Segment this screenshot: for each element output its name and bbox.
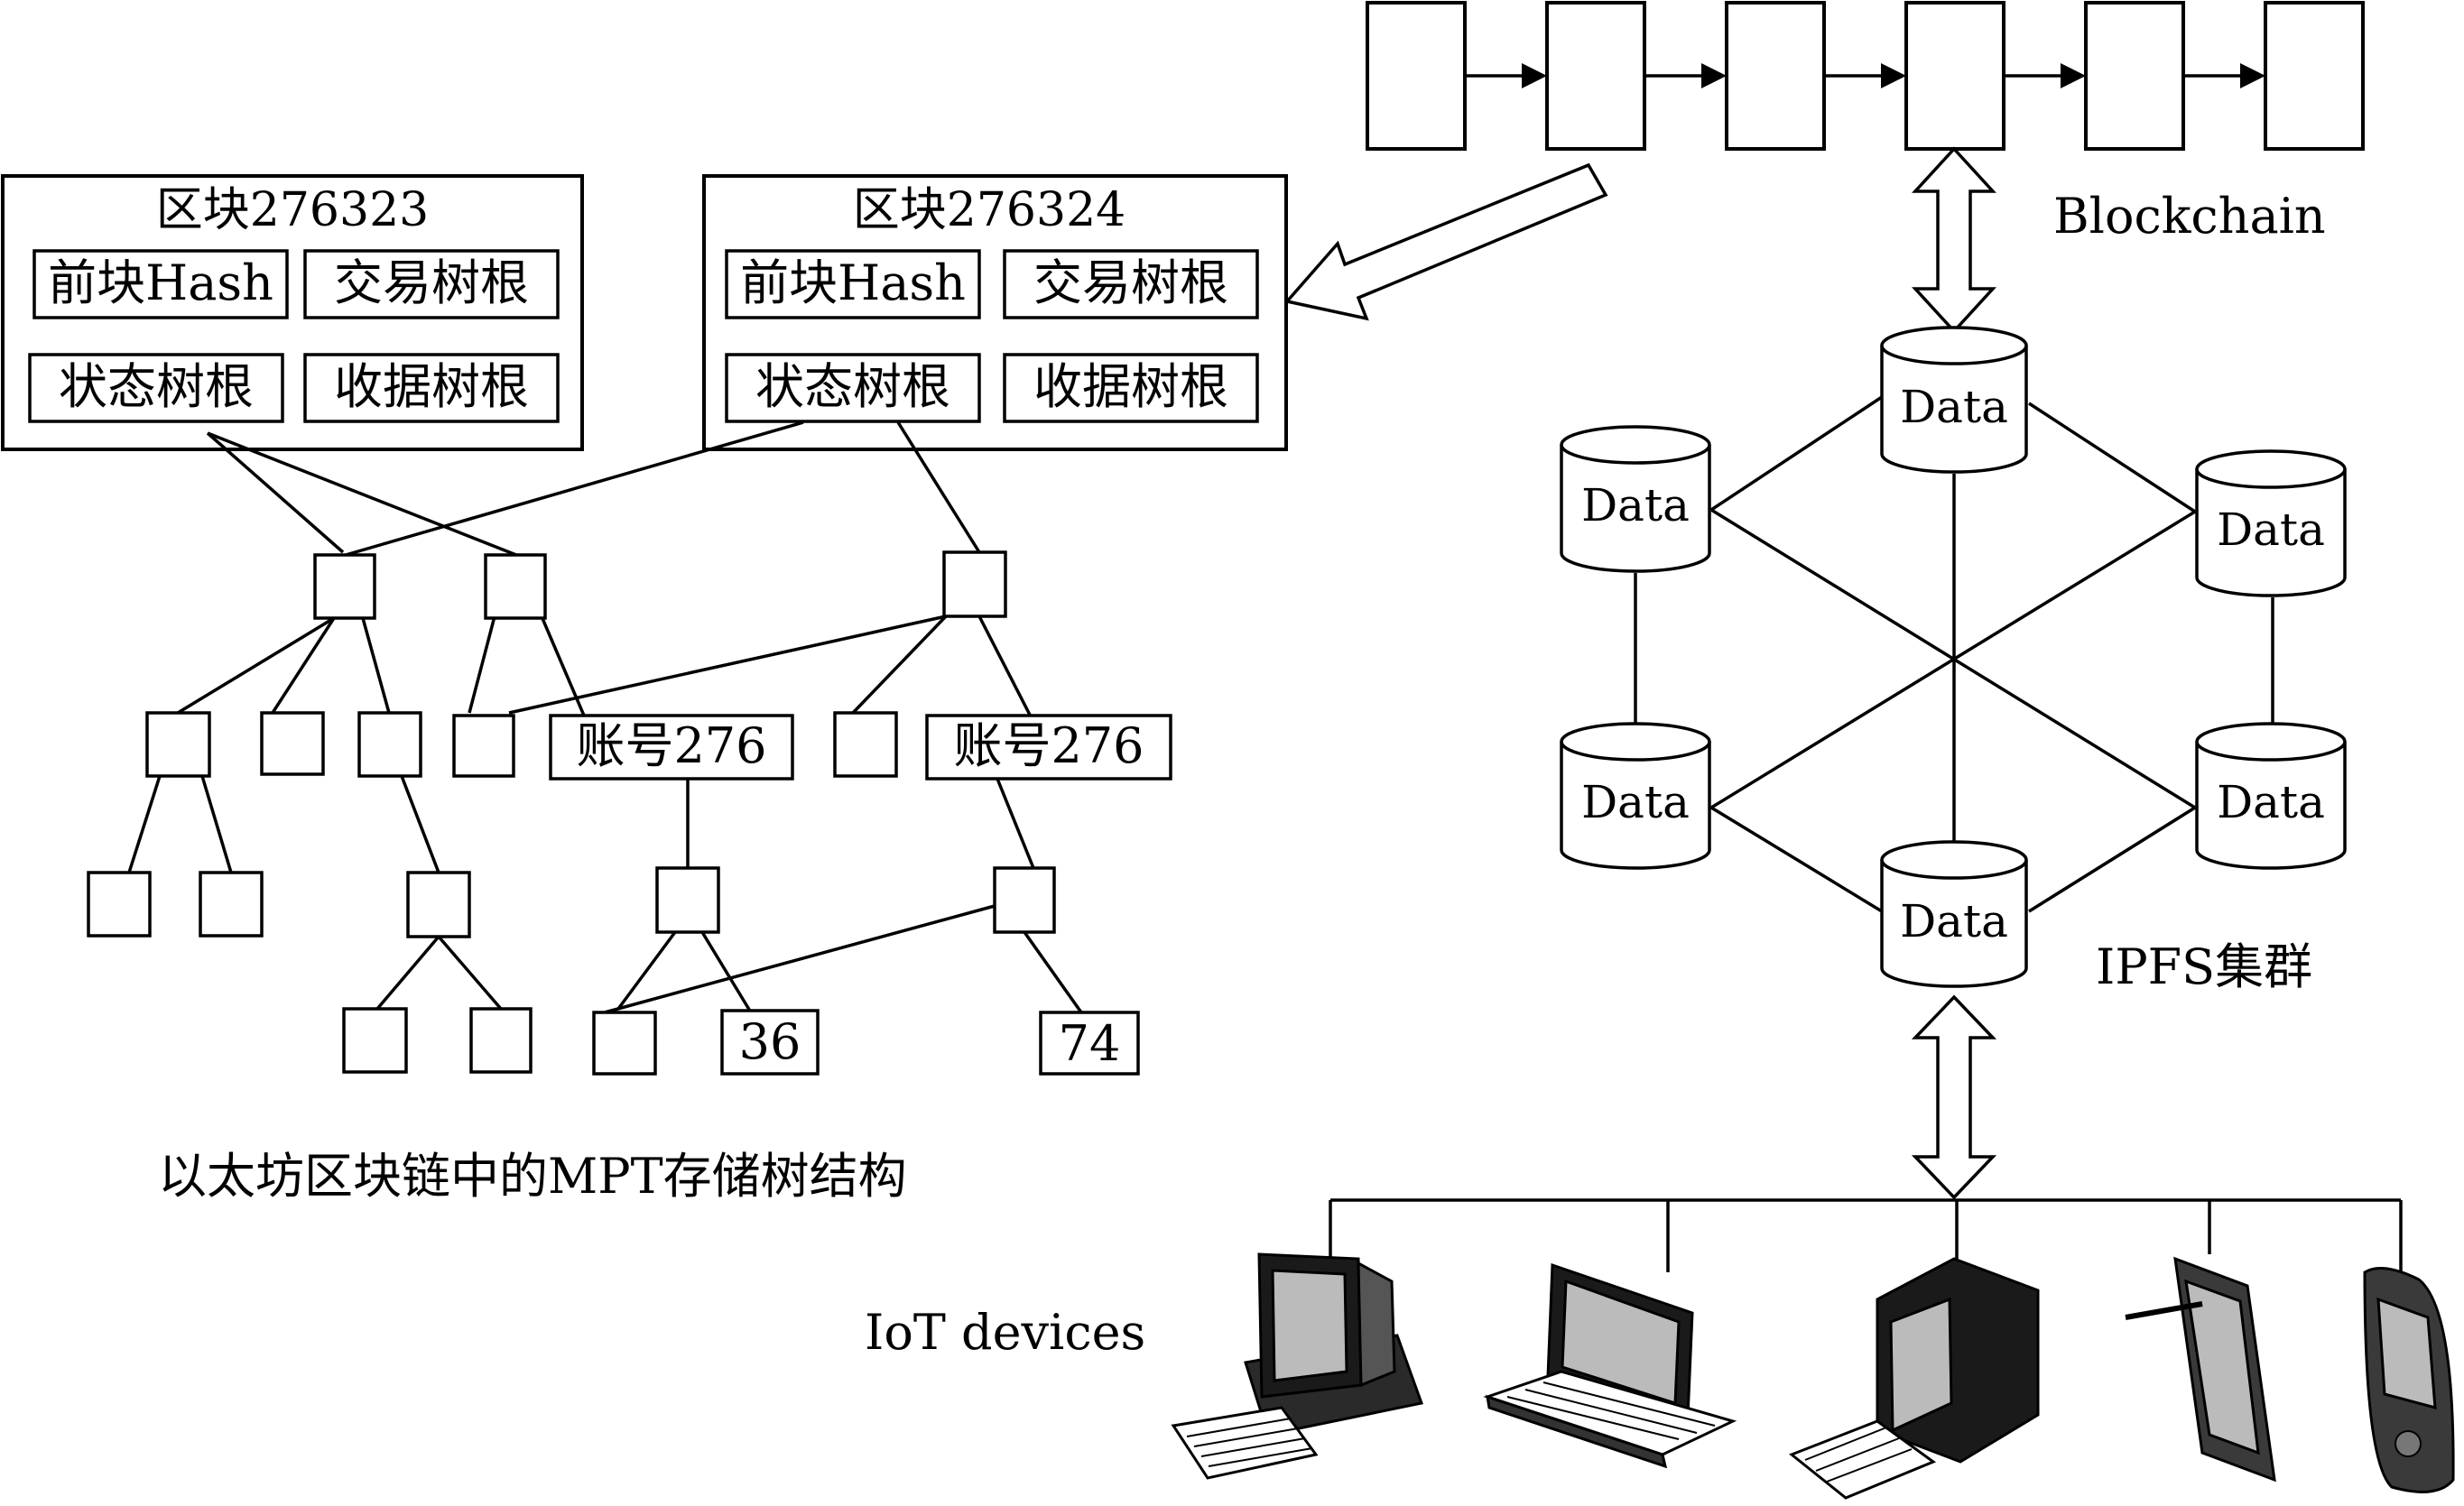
field-tx-root xyxy=(1003,249,1259,319)
ipfs-node-top: Data xyxy=(1880,326,2028,474)
block-276324: 区块276324 前块Hash 交易树根 状态树根 收据树根 xyxy=(702,174,1288,451)
svg-text:Data: Data xyxy=(2217,504,2325,556)
tree-node xyxy=(87,871,152,938)
ipfs-node-upper-left: Data xyxy=(1560,425,1711,573)
tree-node xyxy=(406,871,471,938)
tree-node xyxy=(942,550,1007,618)
chain-block-1 xyxy=(1366,1,1467,151)
leaf-value-node xyxy=(720,1009,820,1076)
field-tx-root xyxy=(303,249,560,319)
mpt-tree-edges xyxy=(127,420,1083,1018)
ipfs-node-lower-left: Data xyxy=(1560,722,1711,870)
field-state-root-label: 状态树根 xyxy=(59,358,254,415)
tree-node xyxy=(199,871,264,938)
field-receipt-root xyxy=(1003,353,1259,423)
ipfs-node-upper-right: Data xyxy=(2195,449,2347,597)
chain-block-4 xyxy=(1904,1,2005,151)
field-state-root-label: 状态树根 xyxy=(755,358,950,415)
svg-text:Data: Data xyxy=(1900,381,2008,433)
field-receipt-root-label: 收据树根 xyxy=(1033,358,1228,415)
tree-node xyxy=(484,553,547,620)
field-prev-hash xyxy=(725,249,981,319)
leaf-value-node xyxy=(1039,1011,1140,1076)
field-tx-root-label: 交易树根 xyxy=(334,254,529,311)
tablet-stylus-icon xyxy=(2125,1256,2276,1483)
svg-text:Data: Data xyxy=(1581,479,1690,531)
tree-node xyxy=(993,866,1056,934)
ipfs-node-bottom: Data xyxy=(1880,840,2028,988)
block-276323-title: 区块276323 xyxy=(156,183,430,237)
blockchain-label: Blockchain xyxy=(2053,188,2326,245)
block-276324-title: 区块276324 xyxy=(853,183,1126,237)
field-state-root xyxy=(725,353,981,423)
iot-devices-label: IoT devices xyxy=(865,1304,1145,1361)
field-state-root xyxy=(28,353,284,423)
monitor-keyboard-icon xyxy=(1789,1257,2040,1500)
field-prev-hash xyxy=(32,249,289,319)
tree-node xyxy=(145,711,211,778)
leaf-value-label: 36 xyxy=(739,1013,801,1070)
field-receipt-root xyxy=(303,353,560,423)
svg-text:Data: Data xyxy=(2217,776,2325,828)
desktop-computer-icon xyxy=(1171,1252,1423,1480)
chain-block-2 xyxy=(1545,1,1646,151)
field-receipt-root-label: 收据树根 xyxy=(334,358,529,415)
svg-text:Data: Data xyxy=(1900,895,2008,947)
mpt-tree-nodes: 账号276 账号276 36 74 xyxy=(87,550,1172,1076)
chain-ipfs-double-arrow xyxy=(1912,146,1996,334)
tree-node xyxy=(313,553,376,620)
block-276323: 区块276323 前块Hash 交易树根 状态树根 收据树根 xyxy=(1,174,584,451)
tree-node xyxy=(452,714,515,778)
ipfs-node-lower-right: Data xyxy=(2195,722,2347,870)
chain-to-block-arrow xyxy=(1283,162,1608,321)
laptop-icon xyxy=(1483,1262,1737,1469)
tree-node xyxy=(260,711,325,776)
tree-node xyxy=(655,866,720,934)
tree-node xyxy=(342,1007,408,1074)
blockchain-chain: Blockchain xyxy=(1366,1,2365,245)
chain-block-6 xyxy=(2264,1,2365,151)
account-node-label: 账号276 xyxy=(576,717,766,774)
field-prev-hash-label: 前块Hash xyxy=(740,254,966,311)
ipfs-network-links xyxy=(1634,395,2274,913)
leaf-value-label: 74 xyxy=(1059,1015,1121,1072)
chain-arrows xyxy=(1465,63,2265,88)
tree-node xyxy=(357,711,422,778)
iot-bus xyxy=(1329,1198,2403,1272)
chain-block-5 xyxy=(2084,1,2185,151)
pda-icon xyxy=(2363,1267,2455,1493)
svg-text:Data: Data xyxy=(1581,776,1690,828)
mpt-caption: 以太坊区块链中的MPT存储树结构 xyxy=(158,1148,907,1205)
ipfs-iot-double-arrow xyxy=(1911,994,1997,1200)
tree-node xyxy=(833,711,898,778)
account-node xyxy=(549,714,794,781)
chain-block-3 xyxy=(1725,1,1826,151)
field-tx-root-label: 交易树根 xyxy=(1033,254,1228,311)
ipfs-cluster-label: IPFS集群 xyxy=(2096,938,2312,995)
tree-node xyxy=(469,1007,533,1074)
tree-node xyxy=(592,1011,657,1076)
field-prev-hash-label: 前块Hash xyxy=(48,254,273,311)
account-node xyxy=(925,714,1172,781)
account-node-label: 账号276 xyxy=(953,717,1144,774)
